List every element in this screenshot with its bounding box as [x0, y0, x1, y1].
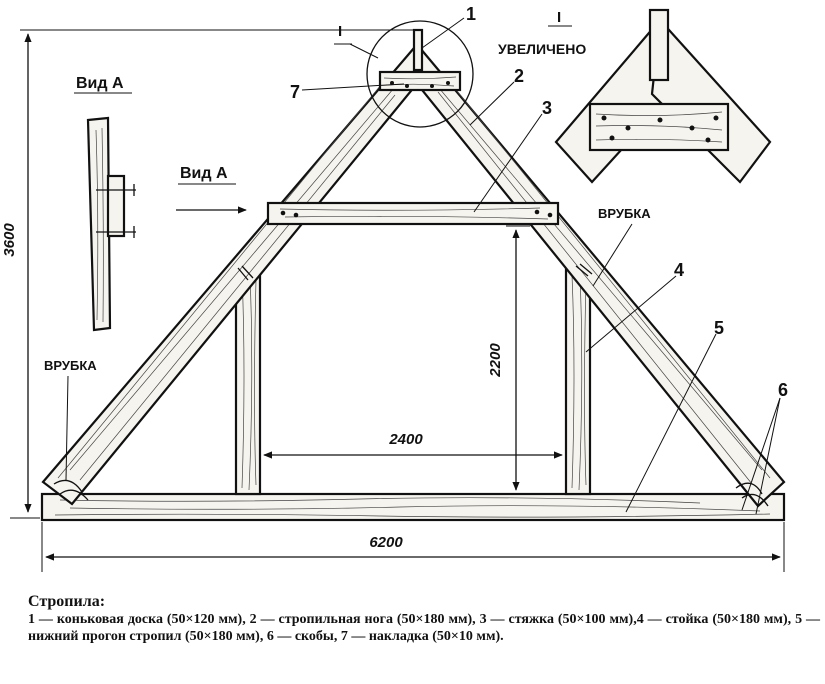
enlarged-detail [554, 8, 772, 184]
enlarged-label: УВЕЛИЧЕНО [498, 41, 586, 57]
view-a-title: Вид А [76, 75, 124, 92]
part-label-6: 6 [778, 380, 788, 400]
staple-left [53, 479, 89, 501]
dimension-width-total: 6200 [41, 522, 785, 572]
notch-left-label: ВРУБКА [44, 358, 97, 373]
notch-left-mark [237, 265, 254, 281]
part-label-2: 2 [514, 66, 524, 86]
caption-text: 1 — коньковая доска (50×120 мм), 2 — стр… [28, 612, 820, 644]
ridge-board [412, 28, 424, 72]
node-mark-label: I [338, 23, 342, 40]
bottom-plate [40, 492, 786, 522]
enlarged-mark: I [557, 9, 561, 26]
dimension-width-total-label: 6200 [369, 534, 403, 551]
part-label-4: 4 [674, 260, 684, 280]
part-label-1: 1 [466, 4, 476, 24]
caption: Стропила: 1 — коньковая доска (50×120 мм… [28, 593, 820, 645]
dimension-height-total-label: 3600 [1, 223, 18, 257]
dimension-post-spacing-label: 2400 [388, 431, 423, 448]
part-label-7: 7 [290, 82, 300, 102]
notch-right-label: ВРУБКА [598, 206, 651, 221]
collar-tie [266, 201, 560, 226]
part-label-5: 5 [714, 318, 724, 338]
dimension-post-height-label: 2200 [487, 343, 504, 378]
view-a-detail [86, 116, 136, 332]
ridge-plate [378, 70, 462, 92]
part-label-3: 3 [542, 98, 552, 118]
dimension-post-spacing: 2400 [263, 431, 563, 459]
dimension-height-total: 3600 [1, 29, 414, 519]
rafter-diagram: 3600 2200 2400 6200 1 7 2 3 4 5 6 I ВРУБ… [1, 4, 788, 572]
ridge-node-circle [366, 20, 474, 128]
caption-title: Стропила: [28, 593, 106, 610]
view-a-arrow-label: Вид А [180, 165, 228, 182]
dimension-post-height: 2200 [487, 225, 530, 491]
notch-right-mark [575, 263, 593, 277]
post-right [564, 260, 592, 496]
